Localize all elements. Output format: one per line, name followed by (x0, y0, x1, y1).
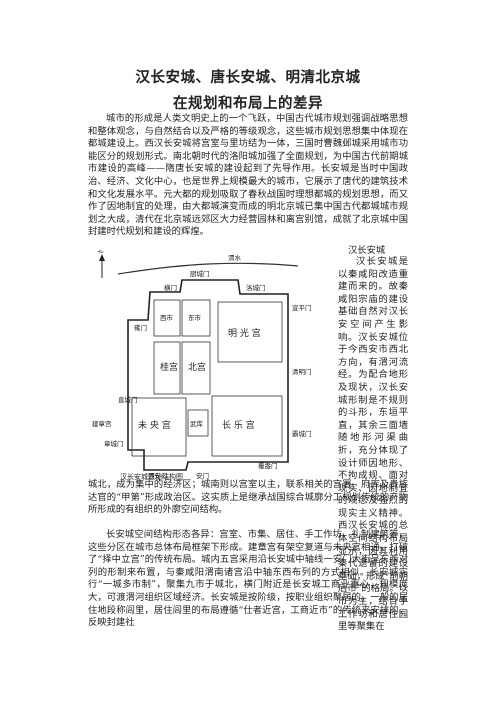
continued-paragraph: 城北，成为集中的经济区；城南则以宫室以主，联系相关的宫署、府库及贵族达官的“甲第… (88, 479, 408, 516)
xian-gate-label: 西安门 (148, 471, 168, 480)
armory (187, 409, 209, 437)
chucheng-gate-label: 厨城门 (190, 269, 210, 278)
east-market-label: 东市 (188, 313, 202, 322)
qingming-gate-label: 清明门 (292, 367, 312, 376)
west-market-label: 西市 (160, 313, 174, 322)
changle-palace (211, 395, 283, 457)
weiyang-palace-label: 未 央 宫 (138, 419, 171, 431)
section-subheading: 汉长安城 (348, 245, 386, 256)
wei-river (117, 262, 299, 275)
bei-palace-label: 北宫 (188, 361, 206, 373)
luocheng-gate-label: 洛城门 (246, 283, 266, 292)
layout-paragraph: 长安城空间结构形态各异：宫室、市集、居住、手工作坊、礼制建筑等，这些分区在城市总… (88, 529, 408, 629)
fuang-gate-label: 覆盎门 (258, 461, 278, 470)
city-wall (127, 279, 289, 471)
west-market (153, 299, 181, 337)
changle-palace-label: 长 乐 宫 (222, 419, 255, 431)
heng-gate-label: 横门 (164, 283, 177, 292)
jianzhang-label: 建章宫 (92, 419, 112, 428)
yong-gate-label: 雍门 (134, 323, 147, 332)
bacheng-gate-label: 霸城门 (292, 429, 312, 438)
zhangcheng-gate-label: 章城门 (104, 439, 124, 448)
side-paragraph: 汉长安城是以秦咸阳改造重建而来的。故秦咸阳宗庙的建设基础自然对汉长安空间产生影响… (338, 256, 408, 633)
east-market (181, 299, 211, 337)
xuanping-gate-label: 宣平门 (292, 303, 312, 312)
figure-caption: 汉长安城遗址结构图 (120, 473, 183, 481)
mingguang-palace-label: 明 光 宫 (228, 327, 261, 339)
an-gate-label: 安门 (196, 471, 209, 480)
gui-palace (153, 341, 181, 395)
gui-palace-label: 桂宫 (160, 361, 178, 373)
title-line-1: 汉长安城、唐长安城、明清北京城 (135, 69, 361, 86)
armory-label: 武库 (190, 419, 204, 428)
city-map-figure: 北 渭水 西市 东市 桂宫 北宫 明 光 宫 长 乐 宫 未 央 宫 (88, 250, 334, 480)
weiyang-palace (131, 397, 187, 457)
intro-paragraph: 城市的形成是人类文明史上的一个飞跃，中国古代城市规划强调战略思想和整体观念，与自… (88, 113, 408, 238)
bei-palace (181, 341, 211, 395)
north-label: 北 (97, 250, 104, 254)
weishui-label: 渭水 (228, 253, 242, 262)
mingguang-palace (217, 301, 283, 363)
han-changan-map: 北 渭水 西市 东市 桂宫 北宫 明 光 宫 长 乐 宫 未 央 宫 (92, 250, 312, 480)
title-line-2: 在规划和布局上的差异 (173, 95, 323, 112)
zhicheng-gate-label: 直城门 (118, 395, 138, 404)
north-arrowhead-icon (99, 254, 105, 261)
